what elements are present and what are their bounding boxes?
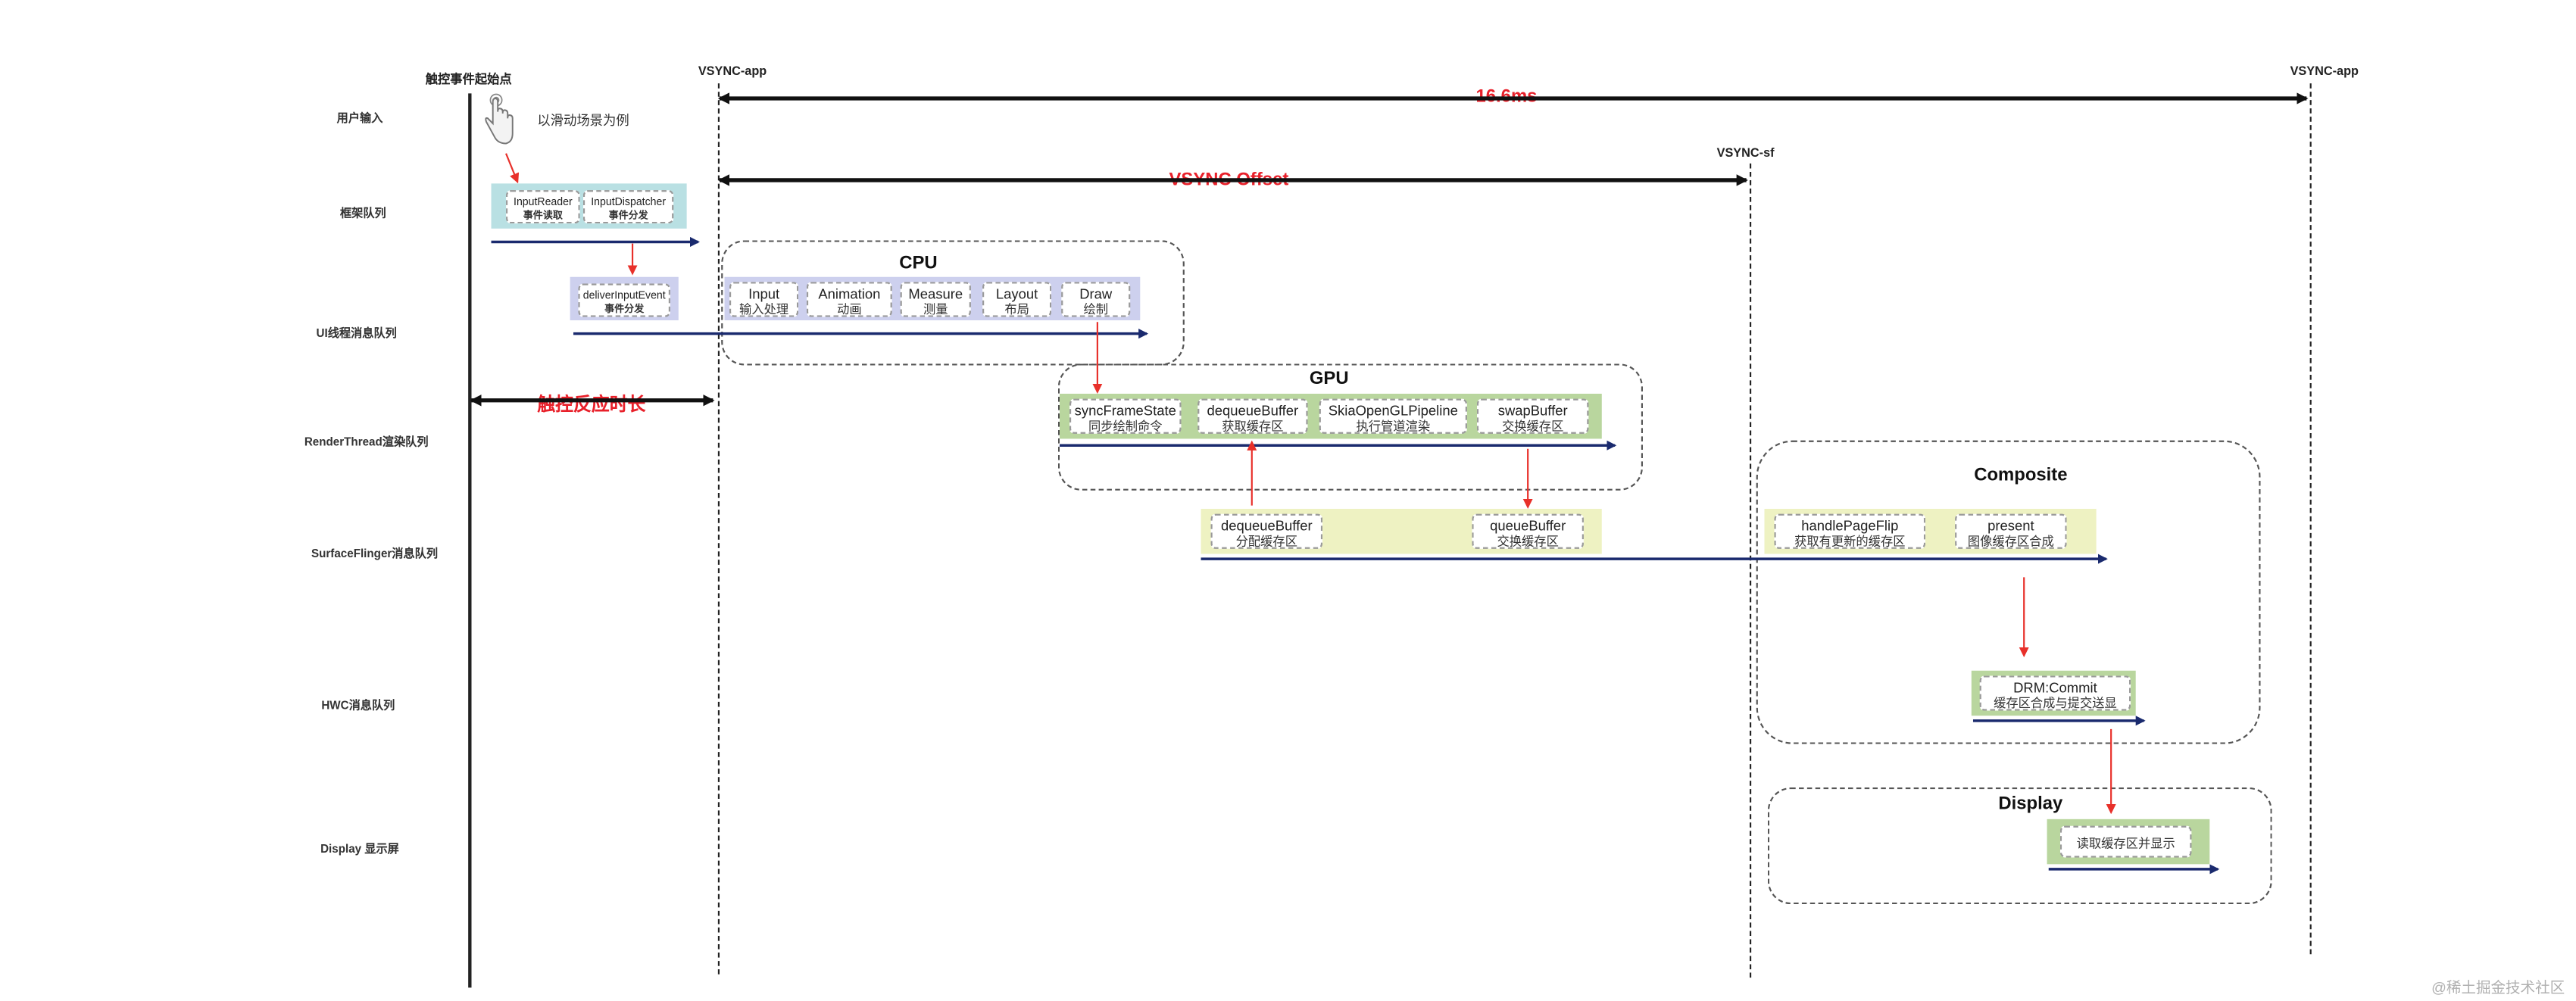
task-input-dispatcher: InputDispatcher 事件分发 [582, 190, 674, 224]
task-subtitle: 图像缓存区合成 [1967, 534, 2054, 549]
task-cpu-layout: Layout 布局 [982, 282, 1052, 317]
display-group [1767, 787, 2272, 905]
task-title: DRM:Commit [2013, 678, 2097, 696]
task-title: dequeueBuffer [1220, 517, 1313, 535]
lane-label-surfaceflinger: SurfaceFlinger消息队列 [311, 548, 439, 561]
task-subtitle: 测量 [923, 301, 948, 317]
task-present: present 图像缓存区合成 [1955, 513, 2067, 549]
task-title: present [1987, 517, 2034, 535]
lane-label-framework: 框架队列 [339, 208, 386, 220]
task-title: swapBuffer [1497, 401, 1568, 419]
task-read-buffer-display: 读取缓存区并显示 [2059, 825, 2192, 858]
lane-label-display: Display 显示屏 [320, 844, 399, 856]
lane-label-hwc: HWC消息队列 [321, 700, 395, 713]
display-title: Display [1998, 794, 2063, 815]
task-gpu-sync-frame-state: syncFrameState 同步绘制命令 [1069, 398, 1182, 434]
task-title: Layout [995, 285, 1038, 302]
gpu-title: GPU [1309, 368, 1349, 389]
task-title: InputReader [514, 196, 573, 209]
task-title: 读取缓存区并显示 [2076, 835, 2175, 851]
task-gpu-swap-buffer: swapBuffer 交换缓存区 [1476, 398, 1589, 434]
task-cpu-input: Input 输入处理 [729, 282, 799, 317]
task-title: InputDispatcher [591, 196, 667, 209]
task-title: Animation [818, 285, 881, 302]
vsync-app-right-line [2309, 83, 2312, 955]
task-cpu-animation: Animation 动画 [806, 282, 892, 317]
task-handle-page-flip: handlePageFlip 获取有更新的缓存区 [1774, 513, 1926, 549]
vsync-app-right-label: VSYNC-app [2290, 63, 2359, 79]
task-subtitle: 执行管道渲染 [1356, 419, 1431, 434]
lane-label-render-thread: RenderThread渲染队列 [304, 437, 429, 449]
task-title: dequeueBuffer [1207, 401, 1299, 419]
task-subtitle: 获取缓存区 [1222, 419, 1284, 434]
task-title: handlePageFlip [1801, 517, 1899, 535]
watermark: @稀土掘金技术社区 [2431, 979, 2565, 996]
task-title: SkiaOpenGLPipeline [1328, 401, 1458, 419]
task-subtitle: 输入处理 [739, 301, 789, 317]
composite-group [1756, 440, 2261, 744]
task-subtitle: 事件分发 [608, 211, 648, 223]
task-sf-queue-buffer: queueBuffer 交换缓存区 [1472, 513, 1584, 549]
task-subtitle: 获取有更新的缓存区 [1794, 534, 1906, 549]
task-subtitle: 动画 [837, 301, 862, 317]
task-subtitle: 分配缓存区 [1235, 534, 1297, 549]
task-title: Measure [908, 285, 963, 302]
task-title: Input [748, 285, 780, 302]
cpu-title: CPU [899, 253, 938, 274]
task-title: deliverInputEvent [582, 290, 666, 302]
composite-title: Composite [1974, 465, 2068, 486]
task-subtitle: 事件分发 [604, 305, 645, 316]
task-subtitle: 绘制 [1083, 301, 1108, 317]
task-drm-commit: DRM:Commit 缓存区合成与提交送显 [1979, 675, 2131, 711]
task-title: syncFrameState [1074, 401, 1176, 419]
touch-gesture-icon [482, 92, 518, 148]
task-subtitle: 布局 [1004, 301, 1029, 317]
task-input-reader: InputReader 事件读取 [506, 190, 580, 224]
vsync-app-left-line [717, 83, 720, 974]
task-subtitle: 交换缓存区 [1497, 534, 1559, 549]
task-sf-dequeue-buffer: dequeueBuffer 分配缓存区 [1210, 513, 1323, 549]
touch-start-label: 触控事件起始点 [425, 71, 512, 87]
vsync-sf-line [1749, 163, 1752, 978]
vsync-app-left-label: VSYNC-app [698, 63, 767, 79]
task-gpu-dequeue-buffer: dequeueBuffer 获取缓存区 [1197, 398, 1308, 434]
gpu-group [1057, 363, 1643, 491]
gesture-caption: 以滑动场景为例 [537, 113, 629, 129]
touch-to-framework-arrow [505, 153, 520, 184]
lane-label-user-input: 用户输入 [336, 113, 383, 126]
vsync-sf-label: VSYNC-sf [1716, 145, 1775, 161]
task-subtitle: 缓存区合成与提交送显 [1994, 695, 2117, 711]
task-title: queueBuffer [1490, 517, 1566, 535]
task-subtitle: 事件读取 [523, 211, 563, 223]
task-gpu-skia-pipeline: SkiaOpenGLPipeline 执行管道渲染 [1319, 398, 1467, 434]
lane-label-ui-thread: UI线程消息队列 [316, 329, 397, 341]
task-cpu-measure: Measure 测量 [900, 282, 971, 317]
task-subtitle: 同步绘制命令 [1088, 419, 1163, 434]
cpu-group [721, 240, 1185, 366]
task-subtitle: 交换缓存区 [1502, 419, 1564, 434]
touch-start-line [468, 93, 472, 988]
task-cpu-draw: Draw 绘制 [1061, 282, 1131, 317]
task-title: Draw [1079, 285, 1113, 302]
task-deliver-input-event: deliverInputEvent 事件分发 [578, 283, 670, 317]
